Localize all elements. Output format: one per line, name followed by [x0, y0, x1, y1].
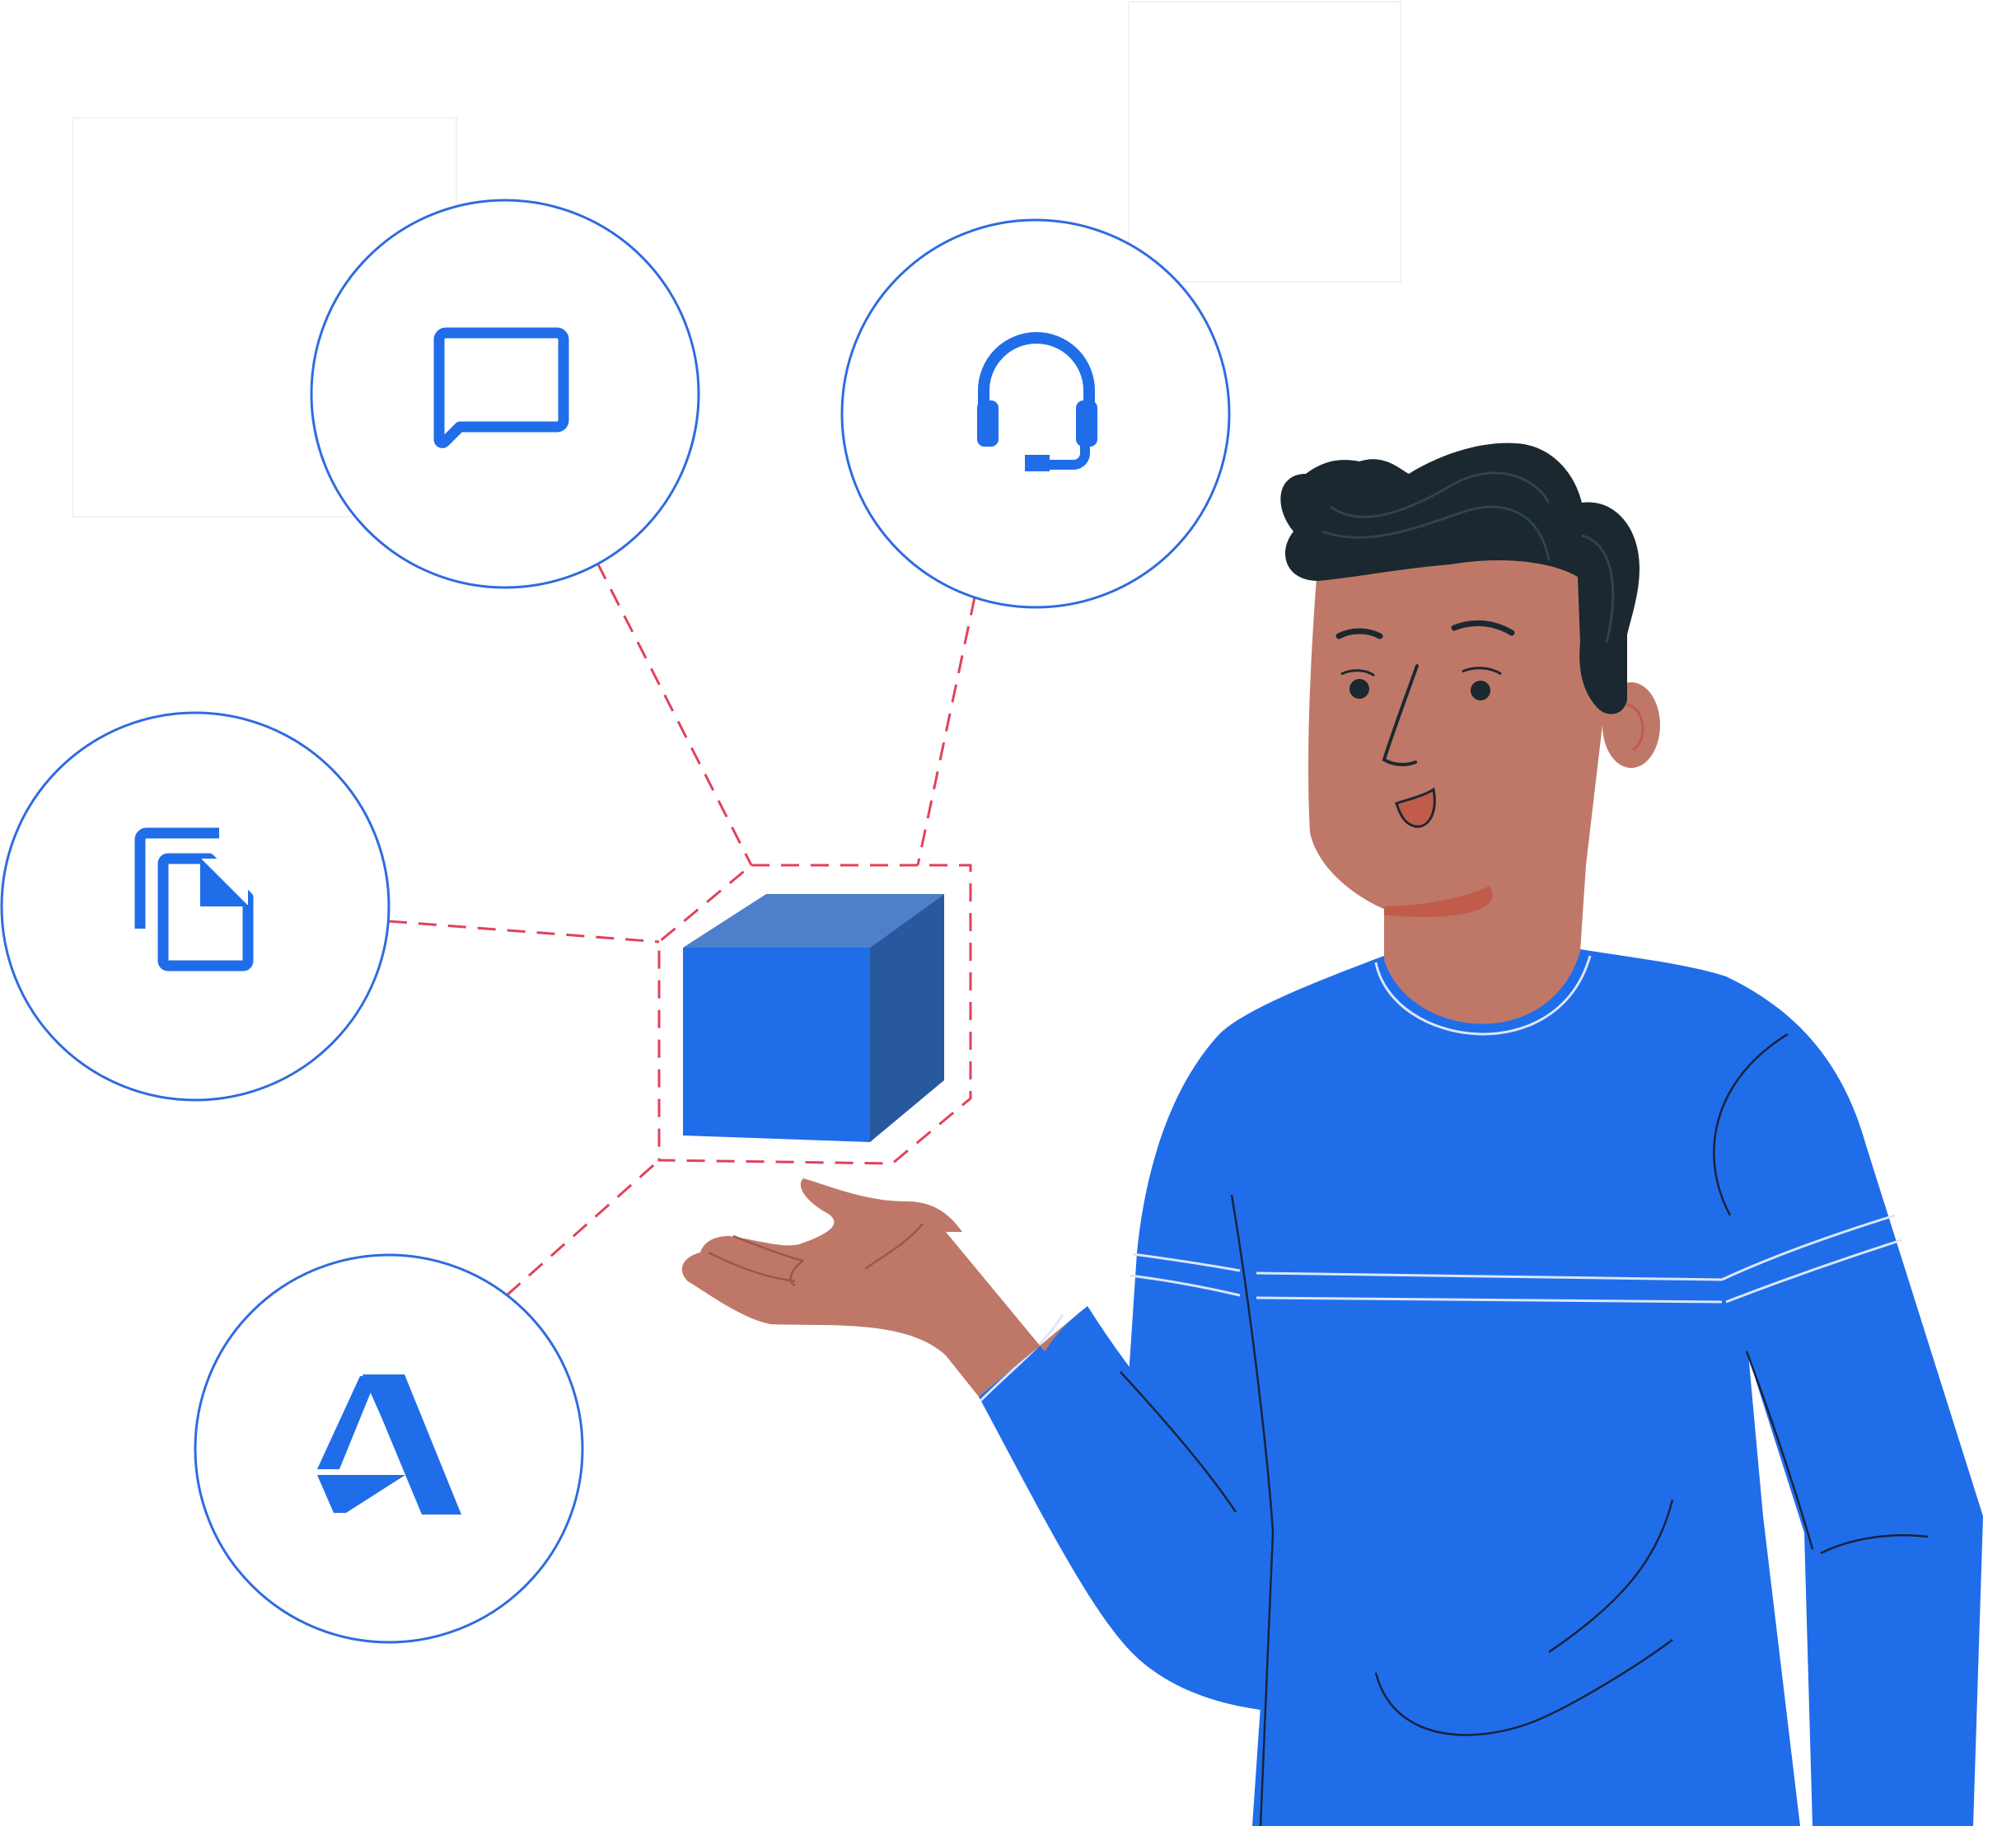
person-right-eyebrow [1451, 620, 1515, 636]
person-left-eye [1349, 679, 1369, 699]
person-nose [1382, 664, 1419, 766]
headset-icon [977, 332, 1097, 471]
person-right-eyelid [1462, 667, 1502, 676]
node-autodesk [194, 1253, 584, 1644]
connector-headset [916, 597, 976, 866]
person-mouth [1395, 787, 1436, 828]
person-face [1308, 526, 1623, 919]
connector-chat [596, 562, 753, 866]
cube-icon [683, 894, 944, 1142]
chat-bubble-icon [433, 327, 569, 448]
copy-documents-icon [134, 827, 254, 972]
node-documents [0, 711, 391, 1102]
person-hand [681, 1178, 1088, 1397]
dashed-connectors [388, 562, 976, 1297]
person-jaw-shadow [1384, 886, 1493, 917]
connector-autodesk [506, 1159, 660, 1297]
cube-wireframe [657, 864, 972, 1165]
person-cuff-line [979, 1313, 1064, 1402]
person-sweater-stripes [1130, 1214, 1902, 1304]
person-right-arm [1726, 976, 1983, 1826]
autodesk-logo-icon [317, 1374, 461, 1515]
node-headset [840, 218, 1231, 609]
person-left-arm [979, 1306, 1261, 1710]
person-collar [1374, 955, 1592, 1036]
person-hair-strands [1321, 471, 1615, 644]
node-chat [310, 199, 700, 589]
node-chat-circle [310, 199, 700, 589]
person-ear-detail [1626, 703, 1644, 751]
cube-top [683, 894, 944, 948]
background-frame-right [1128, 1, 1401, 283]
person-hand-lines [708, 1223, 924, 1287]
person-right-eye [1471, 681, 1490, 700]
node-headset-circle [840, 218, 1231, 609]
connector-documents [388, 920, 660, 943]
cube-front [683, 948, 870, 1142]
person-figure [681, 442, 1983, 1826]
node-documents-circle [0, 711, 391, 1102]
person-torso [1120, 949, 1800, 1826]
person-hair [1280, 442, 1639, 714]
cube-side [870, 894, 944, 1142]
person-left-eyebrow [1335, 628, 1383, 639]
node-autodesk-circle [194, 1253, 584, 1644]
person-left-eyelid [1340, 669, 1375, 677]
person-sweater-folds [1120, 1032, 1929, 1826]
